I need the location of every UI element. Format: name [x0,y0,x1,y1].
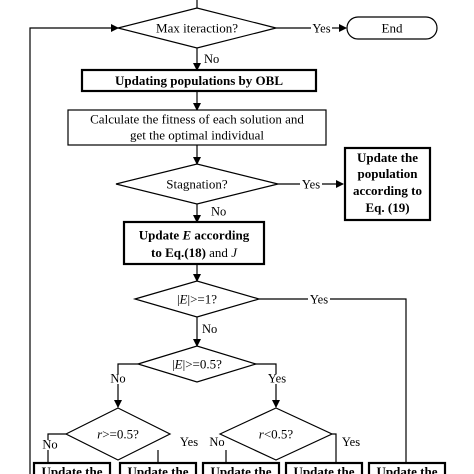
max-yes-label: Yes [312,22,330,36]
rge-yes-label: Yes [180,435,198,449]
rlt-no-label: No [209,435,224,449]
update-population-eq19-box: Update the population according to Eq. (… [343,146,432,222]
update-e-line2: to Eq.(18) and J [151,245,238,260]
e1-yes-line-b [330,298,407,474]
stagnation-label: Stagnation? [166,177,228,192]
end-label: End [382,21,403,36]
r-lt-05-var: r [259,427,265,442]
calc-fitness-line2: get the optimal individual [130,128,264,143]
r-lt-05-decision: r<0.5? [218,407,334,461]
bottom-box-2: Update the [118,461,198,474]
e05-no-label: No [110,372,125,386]
edge-labels: Yes No Yes No Yes No No Yes No Yes No Ye… [42,22,360,452]
connectors [29,0,407,474]
update-e-line1-a: Update [139,228,183,243]
bottom-boxes: Update the Update the Update the Update … [32,461,447,474]
r-lt-05-b: <0.5? [264,427,294,442]
eq19-line3: according to [353,183,422,198]
rlt-yes-label: Yes [342,435,360,449]
abs-e-ge-1-var: E [179,292,188,307]
r-lt-05-label: r<0.5? [259,427,294,442]
bottom-box-4: Update the [284,461,364,474]
abs-e-ge-05-b: |>=0.5? [183,357,223,372]
stag-no-label: No [211,205,226,219]
bottom-box-5: Update the [367,461,447,474]
update-e-line2-b: and [206,245,231,260]
r-ge-05-decision: r>=0.5? [64,407,172,461]
rge-no-line-a [47,433,66,440]
update-e-var: E [181,228,191,243]
updating-obl-box: Updating populations by OBL [80,68,318,93]
bottom-box-2-label: Update the [127,464,188,474]
bottom-box-3-label: Update the [210,464,271,474]
abs-e-ge-05-a: | [172,357,175,372]
r-ge-05-label: r>=0.5? [97,427,139,442]
max-no-label: No [204,52,219,66]
e05-yes-line-a [256,363,277,374]
bottom-box-1-label: Update the [41,464,102,474]
abs-e-ge-1-a: | [177,292,180,307]
abs-e-ge-05-label: |E|>=0.5? [172,357,222,372]
updating-obl-label: Updating populations by OBL [115,73,283,88]
update-e-line1-b: according [191,228,250,243]
abs-e-ge-05-decision: |E|>=0.5? [135,345,259,383]
update-j-var: J [231,245,238,260]
calc-fitness-box: Calculate the fitness of each solution a… [67,109,327,146]
max-iteration-decision: Max iteraction? [117,7,277,49]
abs-e-ge-1-label: |E|>=1? [177,292,217,307]
stag-yes-label: Yes [302,178,320,192]
abs-e-ge-1-b: |>=1? [188,292,218,307]
e05-no-line-a [117,363,138,374]
end-terminator: End [346,16,438,40]
update-e-line1: Update E according [139,228,250,243]
calc-fitness-line1: Calculate the fitness of each solution a… [90,112,304,127]
r-ge-05-var: r [97,427,103,442]
update-e-line2-a: to Eq.(18) [151,245,206,260]
r-ge-05-b: >=0.5? [102,427,139,442]
abs-e-ge-05-var: E [174,357,183,372]
eq19-line2: population [358,166,419,181]
bottom-box-1: Update the [32,461,112,474]
rge-no-label: No [42,438,57,452]
abs-e-ge-1-decision: |E|>=1? [132,280,262,318]
bottom-box-3: Update the [201,461,281,474]
bottom-box-5-label: Update the [376,464,437,474]
eq19-line4: Eq. (19) [365,200,409,215]
loop-back-arrow [29,24,119,474]
bottom-box-4-label: Update the [293,464,354,474]
stagnation-decision: Stagnation? [115,163,279,205]
eq19-line1: Update the [357,150,418,165]
max-iteration-label: Max iteraction? [156,21,238,36]
e1-yes-label: Yes [310,293,328,307]
e1-no-label: No [202,322,217,336]
e05-yes-label: Yes [268,372,286,386]
update-e-box: Update E according to Eq.(18) and J [122,220,266,266]
